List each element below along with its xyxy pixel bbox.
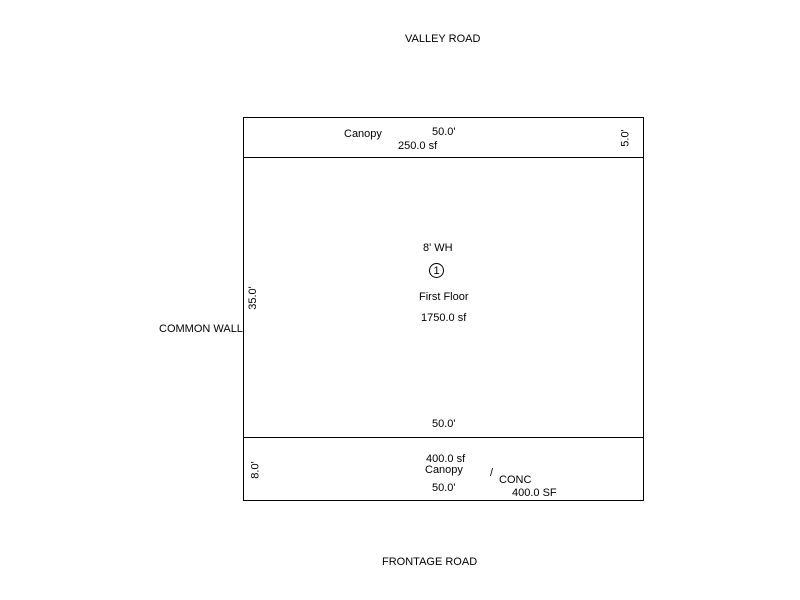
- valley-road-label: VALLEY ROAD: [405, 33, 481, 45]
- top-canopy-depth-dim: 5.0': [619, 129, 632, 147]
- top-canopy-area: 250.0 sf: [398, 140, 438, 152]
- building-outline: [243, 117, 644, 501]
- floor-number-marker: 1: [429, 263, 444, 278]
- common-wall-label: COMMON WALL: [159, 323, 243, 335]
- first-floor-label: First Floor: [419, 291, 469, 303]
- top-canopy-label: Canopy: [344, 128, 382, 140]
- frontage-road-label: FRONTAGE ROAD: [382, 556, 478, 568]
- first-floor-depth-dim: 35.0': [246, 286, 259, 310]
- bottom-canopy-depth-dim: 8.0': [249, 461, 262, 479]
- top-canopy-width-dim: 50.0': [432, 126, 456, 138]
- bottom-canopy-label: Canopy: [425, 464, 463, 476]
- conc-label: CONC: [499, 474, 532, 486]
- first-floor-area: 1750.0 sf: [421, 312, 467, 324]
- bottom-canopy-width-dim: 50.0': [432, 482, 456, 494]
- conc-area: 400.0 SF: [512, 487, 557, 499]
- first-floor-width-dim: 50.0': [432, 418, 456, 430]
- bottom-canopy-area: 400.0 sf: [426, 453, 466, 465]
- conc-slash-mark: /: [490, 467, 494, 479]
- wall-height-label: 8' WH: [423, 242, 453, 254]
